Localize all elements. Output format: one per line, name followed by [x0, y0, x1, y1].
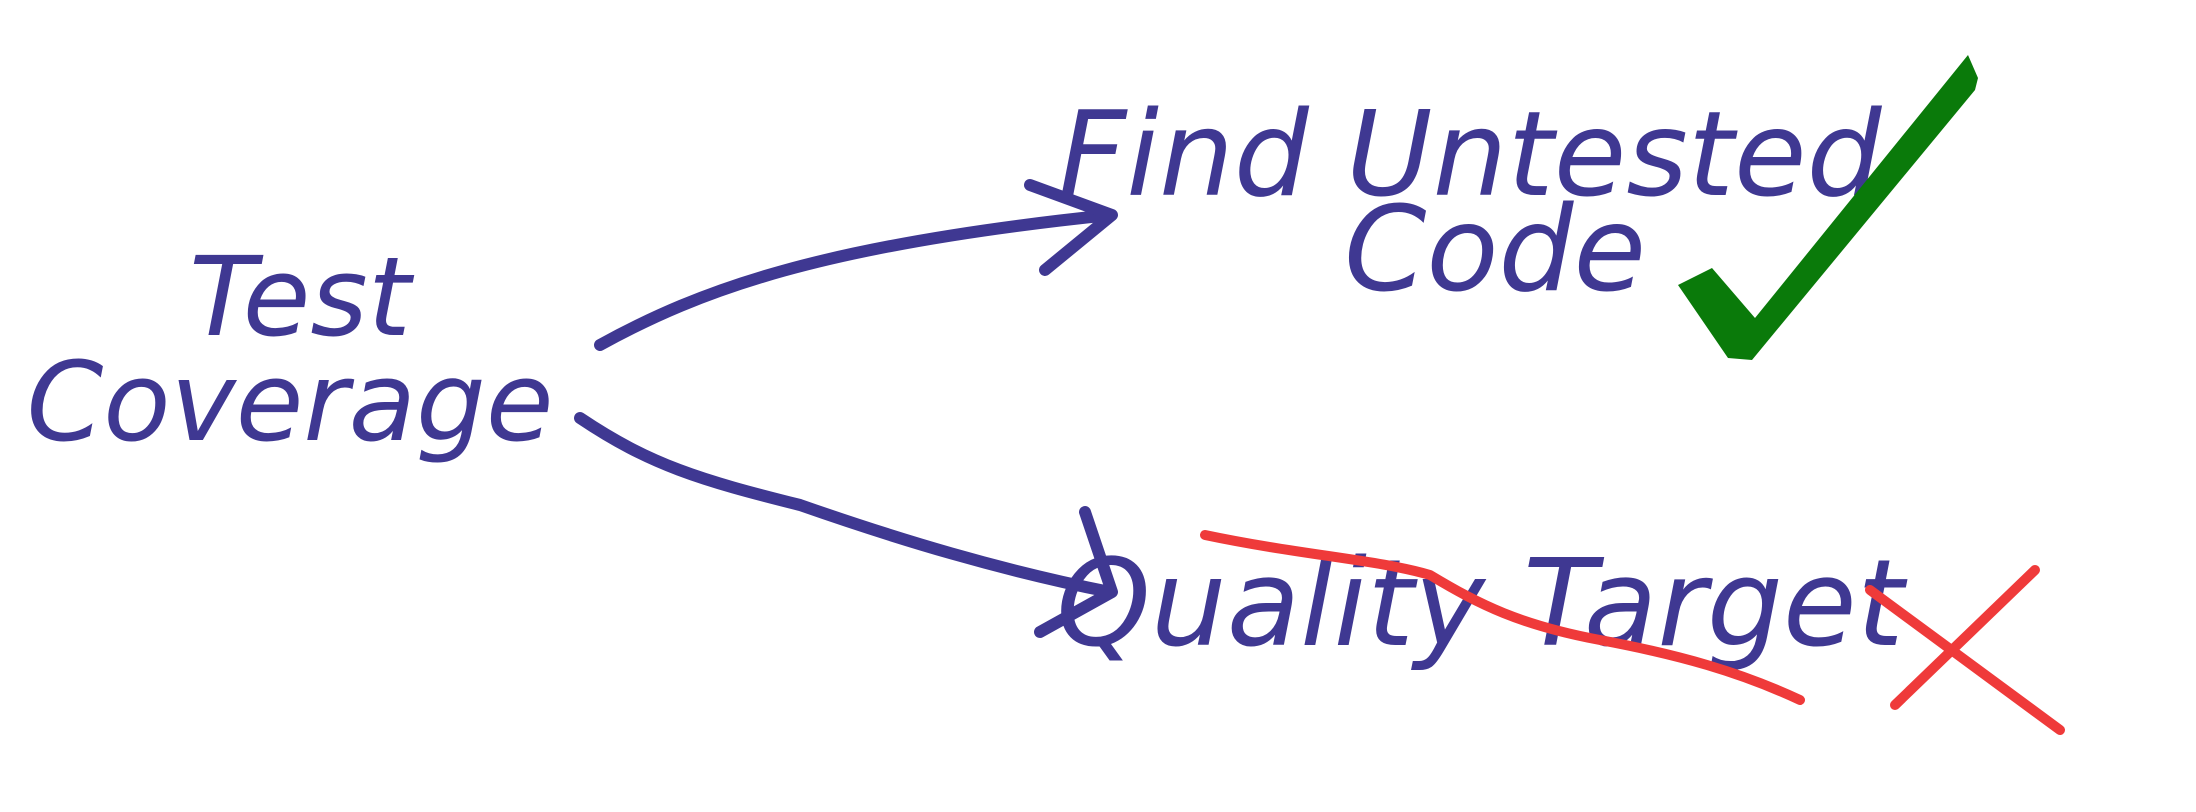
node-find-untested-code-line2: Code: [1344, 180, 1646, 318]
node-test-coverage-line2: Coverage: [26, 338, 553, 466]
cross-icon: [1865, 565, 2065, 735]
arrowhead-upper: [1024, 179, 1118, 276]
strike-through-line: [1200, 530, 1805, 705]
arrow-to-quality-target: [574, 412, 1116, 598]
node-find-untested-code-line1: Find Untested: [1058, 85, 1882, 223]
arrowhead-lower: [1034, 506, 1118, 638]
node-test-coverage-line1: Test: [189, 233, 415, 361]
arrow-to-find-untested-code: [594, 209, 1116, 351]
checkmark-icon: [1678, 55, 1978, 360]
